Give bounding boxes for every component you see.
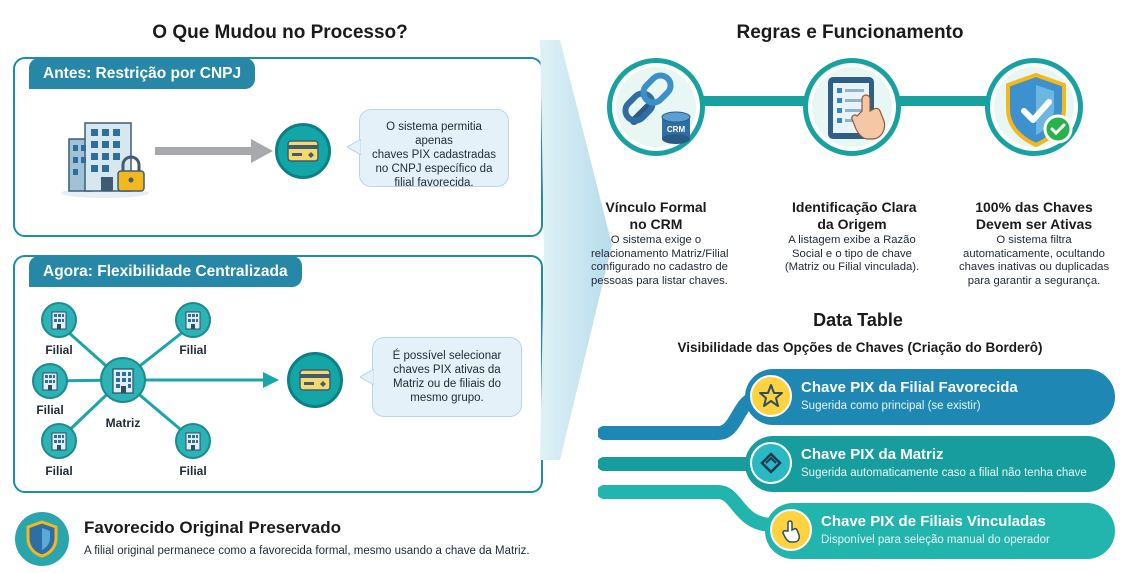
rule-text-line: para garantir a segurança.: [967, 274, 1101, 287]
filial-node: [41, 423, 77, 459]
filial-node: [32, 363, 68, 399]
building-lock-icon: [55, 119, 155, 199]
link-crm-icon: CRM: [622, 72, 691, 144]
option-title: Chave PIX da Filial Favorecida: [801, 379, 1018, 396]
rule-text-line: relacionamento Matriz/Filial: [591, 247, 729, 260]
filial-label: Filial: [179, 464, 207, 478]
matriz-label: Matriz: [105, 416, 141, 430]
bubble-tail: [358, 368, 375, 386]
building-icon: [185, 432, 201, 451]
filial-label: Filial: [179, 343, 207, 357]
rule-text-line: Social e o tipo de chave: [792, 247, 912, 260]
before-panel-label: Antes: Restrição por CNPJ: [29, 58, 256, 89]
bubble-line: É possível selecionar: [392, 350, 502, 362]
option-pill: Chave PIX de Filiais Vinculadas Disponív…: [765, 503, 1115, 559]
bubble-line: chaves PIX cadastradas: [371, 149, 496, 161]
rule-title-line: Vínculo Formal: [605, 199, 707, 215]
preserved-title: Favorecido Original Preservado: [84, 518, 341, 537]
rule-text: A listagem exibe a Razão Social e o tipo…: [782, 234, 922, 275]
before-bubble: O sistema permitia apenas chaves PIX cad…: [359, 109, 509, 189]
card-circle: [275, 123, 331, 179]
table-subtitle: Visibilidade das Opções de Chaves (Criaç…: [677, 340, 1043, 355]
rule-title-line: da Origem: [817, 216, 887, 232]
rule-text-line: O sistema filtra: [996, 234, 1072, 246]
tablet-touch-icon: [828, 77, 886, 140]
rule-circle: [803, 58, 901, 156]
rule-title: 100% das Chaves Devem ser Ativas: [972, 199, 1096, 233]
crm-tag: CRM: [667, 125, 686, 134]
matriz-node: [100, 357, 146, 403]
rule-text-line: automaticamente, ocultando: [963, 247, 1105, 260]
gray-arrow: [155, 139, 275, 163]
building-icon: [42, 372, 58, 391]
shield-check-icon: [1006, 72, 1073, 148]
rule-title-line: 100% das Chaves: [975, 199, 1093, 215]
bubble-line: Matriz ou de filiais do: [392, 378, 502, 390]
shield-icon: [15, 512, 69, 566]
bubble-line: no CNPJ específico da: [375, 163, 493, 175]
filial-node: [175, 423, 211, 459]
filial-node: [41, 302, 77, 338]
card-circle: [287, 352, 343, 408]
bubble-tail: [345, 138, 362, 156]
right-section-title: Regras e Funcionamento: [736, 22, 964, 43]
rule-circle: CRM: [607, 58, 705, 156]
now-bubble: É possível selecionar chaves PIX ativas …: [372, 337, 522, 417]
filial-label: Filial: [36, 403, 64, 417]
table-title: Data Table: [813, 310, 903, 330]
rule-text: O sistema exige o relacionamento Matriz/…: [591, 234, 729, 288]
rule-title-line: Identificação Clara: [792, 199, 917, 215]
rule-title: Vínculo Formal no CRM: [597, 199, 715, 233]
option-subtitle: Sugerida automaticamente caso a filial n…: [801, 467, 1087, 479]
now-panel-label: Agora: Flexibilidade Centralizada: [29, 256, 302, 287]
rule-circle: [985, 58, 1083, 156]
star-icon: [750, 375, 792, 417]
credit-card-icon: [287, 140, 319, 162]
building-icon: [51, 432, 67, 451]
left-section-title: O Que Mudou no Processo?: [152, 22, 408, 43]
building-icon: [51, 311, 67, 330]
rule-text: O sistema filtra automaticamente, oculta…: [959, 234, 1109, 288]
pix-icon: [750, 442, 792, 484]
bubble-line: filial favorecida.: [394, 177, 474, 189]
filial-node: [175, 302, 211, 338]
bubble-line: chaves PIX ativas da: [393, 364, 501, 376]
preserved-text: A filial original permanece como a favor…: [84, 545, 530, 557]
rule-text-line: chaves inativas ou duplicadas: [959, 261, 1110, 273]
building-icon: [185, 311, 201, 330]
option-pill: Chave PIX da Matriz Sugerida automaticam…: [745, 436, 1115, 492]
rule-title-line: Devem ser Ativas: [975, 216, 1093, 232]
now-panel: Agora: Flexibilidade Centralizada Matriz…: [13, 255, 543, 493]
bubble-line: O sistema permitia apenas: [386, 121, 482, 147]
hand-tap-icon: [770, 509, 812, 551]
transition-arrow: [540, 40, 615, 500]
building-icon: [112, 368, 134, 394]
option-subtitle: Disponível para seleção manual do operad…: [821, 534, 1050, 546]
rule-text-line: configurado no cadastro de: [591, 261, 728, 273]
option-title: Chave PIX da Matriz: [801, 446, 944, 463]
rule-text-line: pessoas para listar chaves.: [591, 274, 728, 287]
before-panel: Antes: Restrição por CNPJ: [13, 57, 543, 237]
rule-text-line: O sistema exige o: [610, 234, 702, 246]
rule-text-line: (Matriz ou Filial vinculada).: [784, 261, 920, 273]
option-title: Chave PIX de Filiais Vinculadas: [821, 513, 1046, 530]
rule-title-line: no CRM: [629, 216, 683, 232]
bubble-line: mesmo grupo.: [410, 392, 484, 404]
option-subtitle: Sugerida como principal (se existir): [801, 400, 981, 412]
rule-text-line: A listagem exibe a Razão: [788, 234, 916, 246]
filial-label: Filial: [45, 464, 73, 478]
filial-label: Filial: [45, 343, 73, 357]
rule-title: Identificação Clara da Origem: [792, 199, 917, 233]
option-pill: Chave PIX da Filial Favorecida Sugerida …: [745, 369, 1115, 425]
credit-card-icon: [299, 369, 331, 391]
